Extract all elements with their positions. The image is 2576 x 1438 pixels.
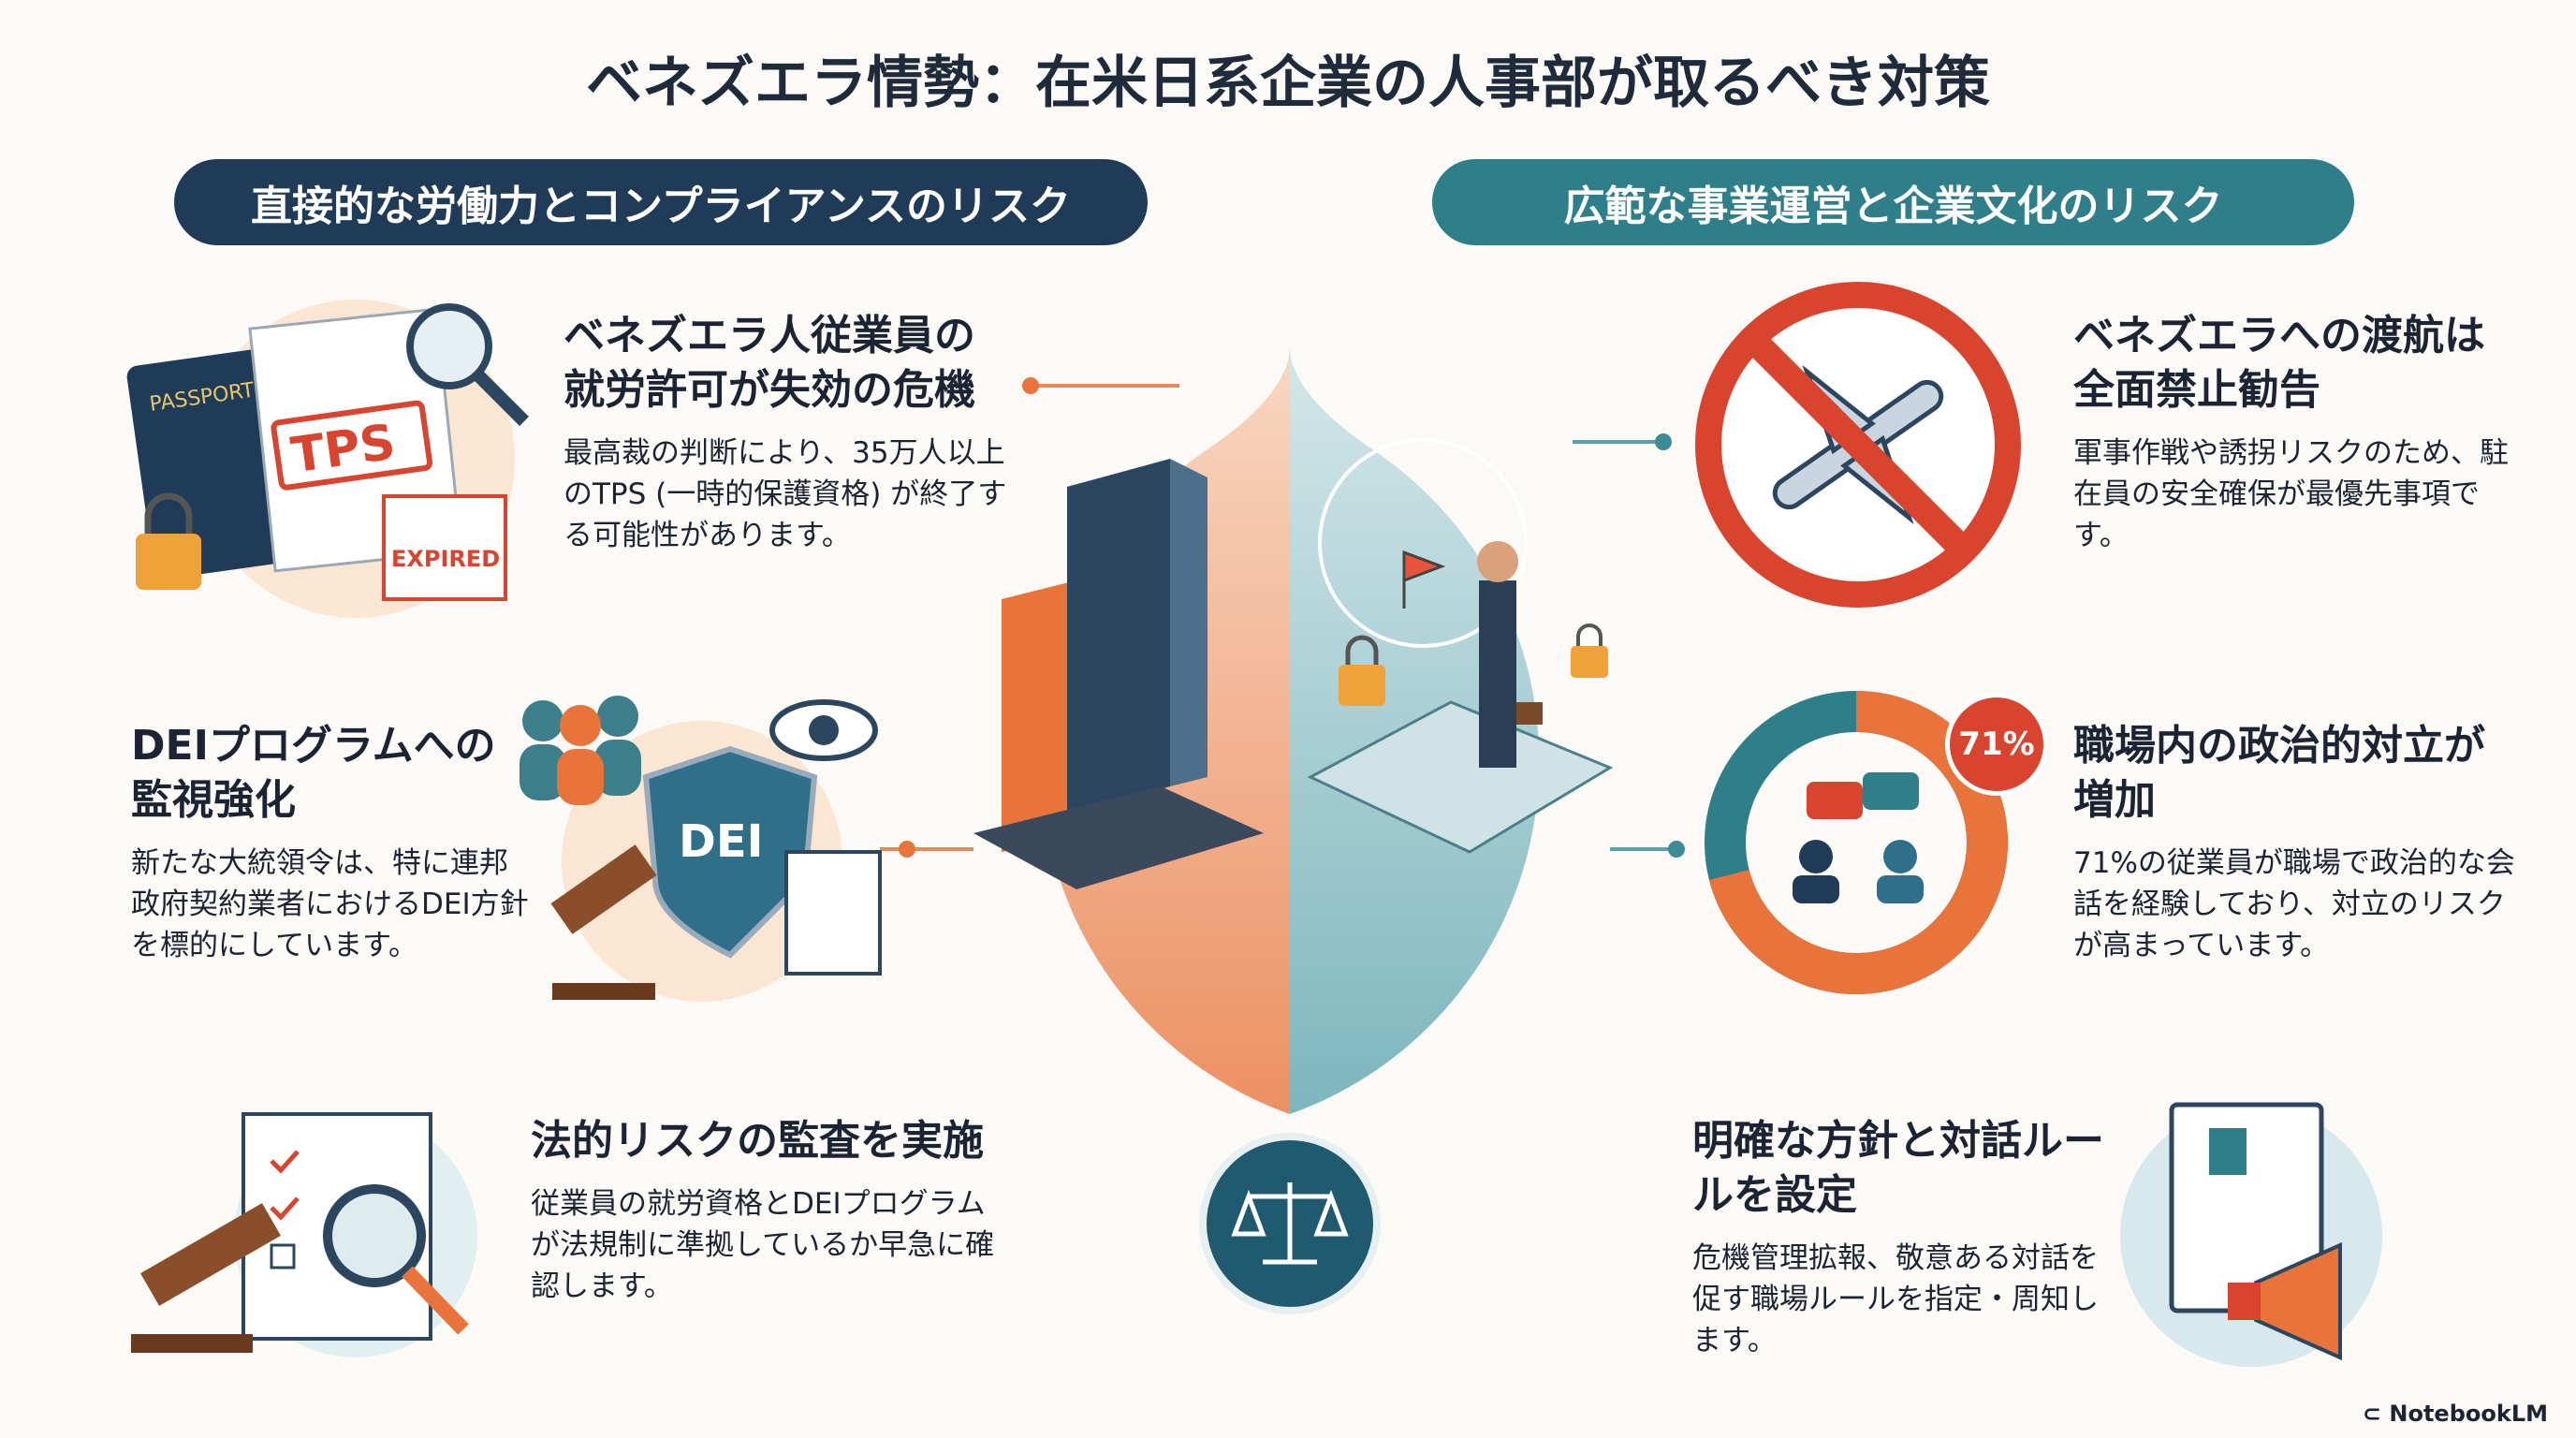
left-section-header: 直接的な労働力とコンプライアンスのリスク — [174, 159, 1148, 245]
tps-documents-illustration: PASSPORT TPS EXPIRED — [126, 300, 529, 618]
connector-line — [880, 847, 973, 851]
donut-arc-71 — [1705, 691, 2008, 994]
balance-scale-badge — [1199, 1133, 1381, 1314]
dei-scrutiny-block: DEIプログラムへの監視強化 新たな大統領令は、特に連邦政府契約業者におけるDE… — [131, 719, 534, 966]
magnifier-icon — [406, 303, 492, 389]
policy-rules-heading: 明確な方針と対話ルールを設定 — [1692, 1117, 2104, 1219]
checklist-icon — [784, 850, 882, 976]
padlock-icon — [136, 492, 201, 590]
connector-dot — [1668, 841, 1685, 858]
connector-line — [1573, 440, 1657, 444]
legal-audit-illustration — [131, 1112, 477, 1357]
book-icon — [2209, 1128, 2247, 1175]
connector-dot — [899, 841, 915, 858]
balance-scale-icon — [1231, 1182, 1349, 1265]
policy-megaphone-illustration — [2120, 1102, 2382, 1367]
page-title: ベネズエラ情勢：在米日系企業の人事部が取るべき対策 — [586, 51, 1990, 116]
padlock-icon — [1571, 624, 1608, 678]
dei-scrutiny-heading: DEIプログラムへの監視強化 — [131, 722, 496, 824]
magnifier-icon — [323, 1184, 426, 1287]
megaphone-icon — [2228, 1241, 2342, 1361]
dei-scrutiny-body: 新たな大統領令は、特に連邦政府契約業者におけるDEI方針を標的にしています。 — [131, 846, 529, 962]
expired-stamp: EXPIRED — [391, 546, 500, 572]
gavel-icon — [140, 1203, 281, 1306]
watermark-text: NotebookLM — [2389, 1401, 2548, 1427]
legal-audit-body: 従業員の就労資格とDEIプログラムが法規制に準拠しているか早急に確認します。 — [531, 1187, 995, 1303]
tps-risk-heading: ベネズエラ人従業員の就労許可が失効の危機 — [564, 312, 975, 414]
political-conflict-block: 職場内の政治的対立が増加 71%の従業員が職場で政治的な会話を経験しており、対立… — [2073, 719, 2523, 966]
connector-line — [1030, 384, 1179, 388]
connector-dot — [1655, 433, 1672, 450]
dei-shield-label: DEI — [679, 815, 764, 868]
travel-ban-heading: ベネズエラへの渡航は全面禁止勧告 — [2073, 312, 2485, 414]
businessman-globe-icon — [1307, 438, 1614, 854]
right-section-header: 広範な事業運営と企業文化のリスク — [1432, 159, 2354, 245]
legal-audit-block: 法的リスクの監査を実施 従業員の就労資格とDEIプログラムが法規制に準拠している… — [531, 1114, 999, 1307]
padlock-icon — [1339, 635, 1385, 706]
travel-ban-block: ベネズエラへの渡航は全面禁止勧告 軍事作戦や誘拐リスクのため、駐在員の安全確保が… — [2073, 309, 2523, 556]
dei-illustration: DEI — [520, 696, 882, 1002]
tps-risk-body: 最高裁の判断により、35万人以上のTPS (一時的保護資格) が終了する可能性が… — [564, 436, 1007, 552]
travel-ban-body: 軍事作戦や誘拐リスクのため、駐在員の安全確保が最優先事項です。 — [2073, 436, 2509, 552]
tps-risk-block: ベネズエラ人従業員の就労許可が失効の危機 最高裁の判断により、35万人以上のTP… — [564, 309, 1013, 556]
policy-rules-body: 危機管理拡報、敬意ある対話を促す職場ルールを指定・周知します。 — [1692, 1241, 2099, 1357]
connector-dot — [1022, 377, 1039, 394]
teal-half — [1290, 178, 1540, 1208]
connector-line — [1610, 847, 1676, 851]
no-travel-icon — [1695, 282, 2021, 608]
center-illustration — [973, 178, 1614, 1208]
political-conflict-donut — [1705, 691, 2008, 994]
percent-badge: 71% — [1945, 693, 2048, 796]
legal-audit-heading: 法的リスクの監査を実施 — [531, 1117, 984, 1165]
policy-rules-block: 明確な方針と対話ルールを設定 危機管理拡報、敬意ある対話を促す職場ルールを指定・… — [1692, 1114, 2123, 1361]
notebooklm-watermark: ⊂ NotebookLM — [2362, 1401, 2548, 1427]
office-buildings-icon — [973, 459, 1264, 889]
gavel-icon — [550, 844, 657, 934]
political-conflict-body: 71%の従業員が職場で政治的な会話を経験しており、対立のリスクが高まっています。 — [2073, 846, 2515, 962]
conversation-icon — [1793, 772, 1924, 903]
political-conflict-heading: 職場内の政治的対立が増加 — [2073, 722, 2485, 824]
people-icon — [520, 696, 641, 800]
